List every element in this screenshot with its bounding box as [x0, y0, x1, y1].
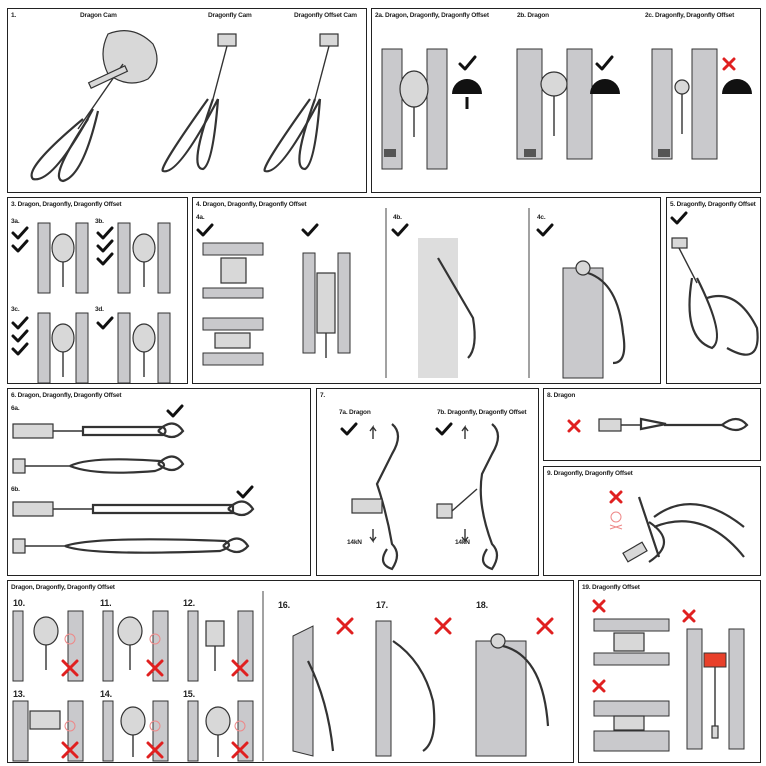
- panel-title: 6. Dragon, Dragonfly, Dragonfly Offset: [11, 392, 122, 399]
- panel-title: 3. Dragon, Dragonfly, Dragonfly Offset: [11, 201, 122, 208]
- red-x-icon: [722, 57, 736, 71]
- step-11: 11.: [100, 598, 112, 608]
- step-18: 18.: [476, 600, 488, 610]
- dragonfly-cam-drawing: [161, 33, 237, 173]
- step-14: 14.: [100, 689, 112, 699]
- dragon-cam-drawing: [30, 30, 158, 183]
- panel-3-cam-orientation: 3. Dragon, Dragonfly, Dragonfly Offset 3…: [7, 197, 188, 384]
- label-4a: 4a.: [196, 214, 205, 221]
- label-7a: 7a. Dragon: [339, 409, 371, 416]
- dragonfly-offset-cam-drawing: [263, 33, 339, 173]
- panel-9-girth-hitch: 9. Dragonfly, Dragonfly Offset: [543, 466, 761, 576]
- step-17: 17.: [376, 600, 388, 610]
- offset-placement-drawings: [592, 599, 745, 752]
- panel-6-extend-sling: 6. Dragon, Dragonfly, Dragonfly Offset 6…: [7, 388, 311, 576]
- checkmark-icon: [670, 211, 688, 225]
- checkmark-icon: [595, 55, 614, 71]
- red-x-icon: [609, 490, 623, 504]
- label-2a: 2a. Dragon, Dragonfly, Dragonfly Offset: [375, 12, 489, 19]
- label-dragonfly-cam: Dragonfly Cam: [208, 12, 252, 19]
- incorrect-placement-drawings: [12, 591, 554, 762]
- label-7b: 7b. Dragonfly, Dragonfly Offset: [437, 409, 527, 416]
- orientation-drawings: [11, 222, 171, 384]
- force-rating-7a: 14kN: [347, 539, 362, 546]
- label-2b: 2b. Dragon: [517, 12, 549, 19]
- panel-title: 5. Dragonfly, Dragonfly Offset: [670, 201, 756, 208]
- skull-danger-icon: [64, 633, 246, 732]
- panel-10-18-incorrect-placements: Dragon, Dragonfly, Dragonfly Offset 10. …: [7, 580, 574, 763]
- panel-19-offset-placement: 19. Dragonfly Offset: [578, 580, 761, 763]
- label-4c: 4c.: [537, 214, 546, 221]
- step-number: 7.: [320, 392, 326, 399]
- sling-drawing: [670, 211, 759, 356]
- label-3c: 3c.: [11, 306, 20, 313]
- label-6b: 6b.: [11, 486, 20, 493]
- label-4b: 4b.: [393, 214, 402, 221]
- cam-illustrations: [30, 30, 339, 183]
- label-3b: 3b.: [95, 218, 104, 225]
- strength-drawings: [340, 422, 500, 571]
- sling-drawings: [12, 404, 255, 554]
- panel-8-dragon-misuse: 8. Dragon: [543, 388, 761, 461]
- step-13: 13.: [13, 689, 25, 699]
- red-x-icon: [567, 419, 581, 433]
- label-dragonfly-offset-cam: Dragonfly Offset Cam: [294, 12, 357, 19]
- misuse-drawing: [567, 417, 749, 433]
- label-3a: 3a.: [11, 218, 20, 225]
- panel-2-rock-placement: 2a. Dragon, Dragonfly, Dragonfly Offset …: [371, 8, 761, 193]
- panel-7-strength: 7. 7a. Dragon 7b. Dragonfly, Dragonfly O…: [316, 388, 539, 576]
- label-6a: 6a.: [11, 405, 20, 412]
- placement-drawings: [381, 48, 752, 170]
- label-2c: 2c. Dragonfly, Dragonfly Offset: [645, 12, 735, 19]
- panel-title: 8. Dragon: [547, 392, 576, 399]
- panel-4-placement: 4. Dragon, Dragonfly, Dragonfly Offset 4…: [192, 197, 661, 384]
- step-16: 16.: [278, 600, 290, 610]
- panel-title: 9. Dragonfly, Dragonfly Offset: [547, 470, 633, 477]
- force-rating-7b: 14kN: [455, 539, 470, 546]
- step-15: 15.: [183, 689, 195, 699]
- label-dragon-cam: Dragon Cam: [80, 12, 117, 19]
- panel-1-cam-models: 1. Dragon Cam Dragonfly Cam Dragonfly Of…: [7, 8, 367, 193]
- label-3d: 3d.: [95, 306, 104, 313]
- step-12: 12.: [183, 598, 195, 608]
- step-10: 10.: [13, 598, 25, 608]
- panel-5-sling-extension: 5. Dragonfly, Dragonfly Offset: [666, 197, 761, 384]
- panel-title: 19. Dragonfly Offset: [582, 584, 640, 591]
- misuse-drawing: [609, 490, 745, 563]
- skull-danger-icon: [609, 511, 623, 530]
- step-number: 1.: [11, 12, 17, 19]
- panel-title: Dragon, Dragonfly, Dragonfly Offset: [11, 584, 115, 591]
- panel-title: 4. Dragon, Dragonfly, Dragonfly Offset: [196, 201, 307, 208]
- checkmark-icon: [458, 55, 477, 71]
- placement-drawings: [196, 208, 626, 379]
